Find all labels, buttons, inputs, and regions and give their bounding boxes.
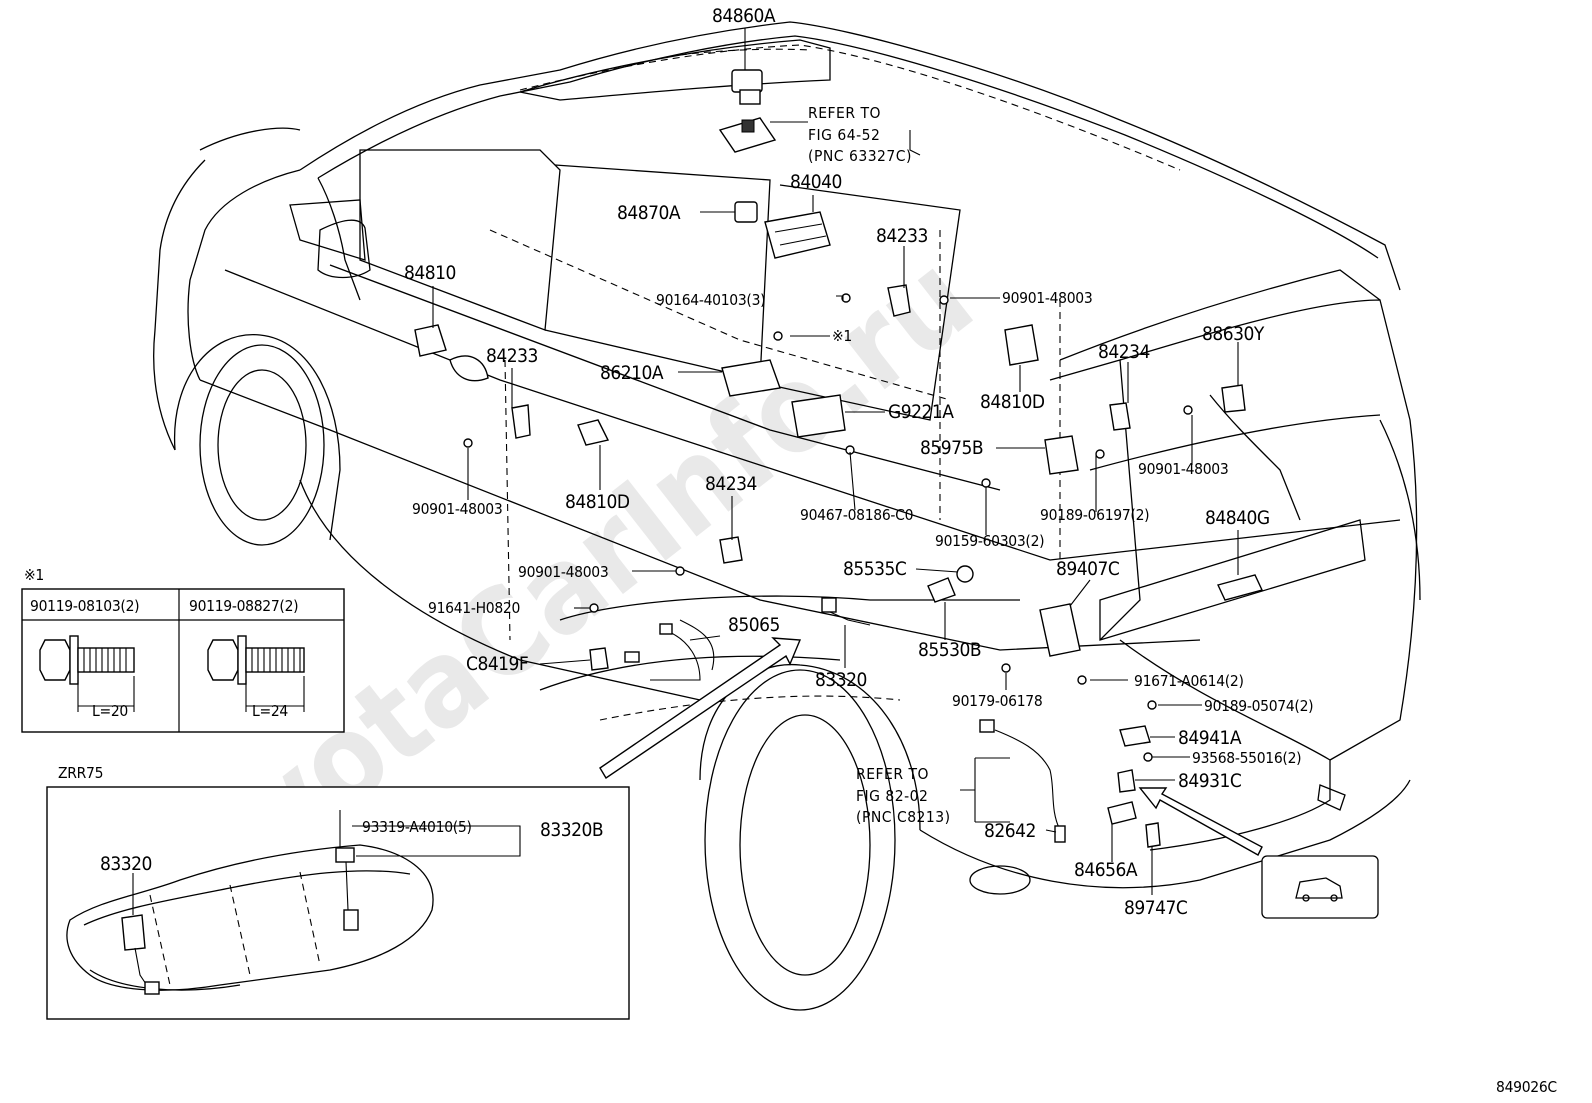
label-84234-lower: 84234 bbox=[705, 473, 757, 495]
bolt-diagram-2: L=24 bbox=[207, 635, 305, 720]
inset-tank: ZRR75 93319-A4010(5) 83320B 83320 bbox=[46, 764, 630, 1020]
bolt-diagram-1: L=20 bbox=[39, 635, 135, 720]
label-82642: 82642 bbox=[984, 820, 1036, 842]
refer-64-line2: FIG 64-52 bbox=[808, 126, 880, 144]
label-90901-lower: 90901-48003 bbox=[518, 563, 608, 581]
label-83320-inset: 83320 bbox=[100, 853, 152, 875]
label-90189-upper: 90189-06197(2) bbox=[1040, 506, 1149, 524]
label-84810: 84810 bbox=[404, 262, 456, 284]
label-85535C: 85535C bbox=[843, 558, 907, 580]
label-93568: 93568-55016(2) bbox=[1192, 749, 1301, 767]
label-G9221A: G9221A bbox=[888, 401, 954, 423]
label-84840G: 84840G bbox=[1205, 507, 1270, 529]
label-83320B: 83320B bbox=[540, 819, 603, 841]
label-84931C: 84931C bbox=[1178, 770, 1242, 792]
label-84860A: 84860A bbox=[712, 5, 776, 27]
label-84233-upper: 84233 bbox=[876, 225, 928, 247]
refer-82-line3: (PNC C8213) bbox=[856, 808, 951, 826]
label-84810D-upper: 84810D bbox=[980, 391, 1045, 413]
inset-bolts-col1-header: 90119-08103(2) bbox=[30, 597, 139, 615]
label-84234-right: 84234 bbox=[1098, 341, 1150, 363]
label-93319: 93319-A4010(5) bbox=[362, 818, 472, 836]
refer-82-line2: FIG 82-02 bbox=[856, 787, 928, 805]
label-84941A: 84941A bbox=[1178, 727, 1242, 749]
label-88630Y: 88630Y bbox=[1202, 323, 1265, 345]
inset-bolts-col2-header: 90119-08827(2) bbox=[189, 597, 298, 615]
view-key bbox=[1261, 855, 1379, 919]
part-labels: 84860A 84040 84870A 84233 90901-48003 90… bbox=[404, 5, 1314, 919]
leader-lines bbox=[432, 28, 1239, 895]
label-86210A: 86210A bbox=[600, 362, 664, 384]
label-84656A: 84656A bbox=[1074, 859, 1138, 881]
label-90164: 90164-40103(3) bbox=[656, 291, 765, 309]
bolt-icons bbox=[335, 293, 1193, 811]
label-90159: 90159-60303(2) bbox=[935, 532, 1044, 550]
arrow-to-lock bbox=[1138, 787, 1263, 856]
label-90901-upper: 90901-48003 bbox=[1002, 289, 1092, 307]
label-85975B: 85975B bbox=[920, 437, 983, 459]
inset-bolts-col2-length: L=24 bbox=[252, 702, 288, 720]
inset-bolts-col1-length: L=20 bbox=[92, 702, 128, 720]
label-C8419F: C8419F bbox=[466, 653, 528, 675]
car-view-icon bbox=[1295, 877, 1343, 899]
label-89407C: 89407C bbox=[1056, 558, 1120, 580]
inset-bolts: ※1 90119-08103(2) 90119-08827(2) L=20 L=… bbox=[21, 566, 345, 733]
label-91671: 91671-A0614(2) bbox=[1134, 672, 1244, 690]
figure-code: 849026C bbox=[1496, 1078, 1557, 1096]
label-84040: 84040 bbox=[790, 171, 842, 193]
label-star1: ※1 bbox=[832, 327, 852, 345]
label-85065: 85065 bbox=[728, 614, 780, 636]
label-84233-door: 84233 bbox=[486, 345, 538, 367]
label-91641: 91641-H0820 bbox=[428, 599, 520, 617]
arrow-to-tank bbox=[599, 637, 802, 779]
label-85530B: 85530B bbox=[918, 639, 981, 661]
label-90901-door: 90901-48003 bbox=[412, 500, 502, 518]
label-90179: 90179-06178 bbox=[952, 692, 1042, 710]
label-83320-main: 83320 bbox=[815, 669, 867, 691]
label-90189-lower: 90189-05074(2) bbox=[1204, 697, 1313, 715]
inset-bolts-marker: ※1 bbox=[24, 566, 44, 584]
refer-64-line3: (PNC 63327C) bbox=[808, 147, 912, 165]
label-84870A: 84870A bbox=[617, 202, 681, 224]
refer-64-line1: REFER TO bbox=[808, 104, 881, 122]
label-84810D-door: 84810D bbox=[565, 491, 630, 513]
part-shapes bbox=[335, 69, 1301, 856]
inset-tank-title: ZRR75 bbox=[58, 764, 103, 782]
label-89747C: 89747C bbox=[1124, 897, 1188, 919]
refer-82-line1: REFER TO bbox=[856, 765, 929, 783]
label-90467: 90467-08186-C0 bbox=[800, 506, 913, 524]
label-90901-right: 90901-48003 bbox=[1138, 460, 1228, 478]
